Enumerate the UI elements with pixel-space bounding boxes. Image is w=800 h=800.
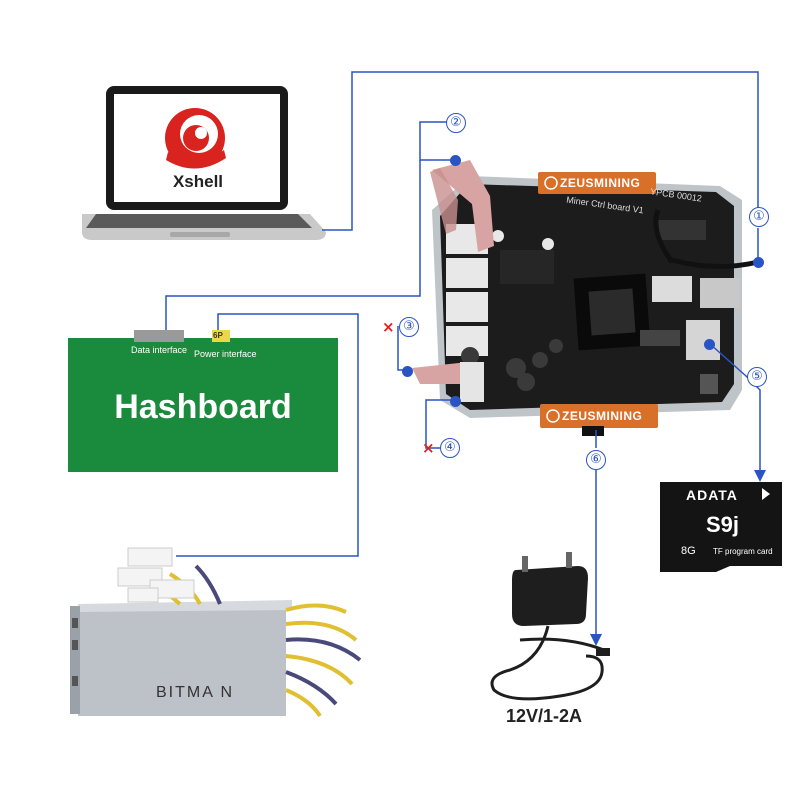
not-connected-mark-4: × <box>422 439 435 457</box>
marker-4: ④ <box>440 438 460 458</box>
sd-card-caption: TF program card <box>713 547 773 556</box>
connector-dot-3 <box>402 366 413 377</box>
sd-card-capacity: 8G <box>681 545 696 557</box>
psu-brand: BITMA N <box>156 684 235 701</box>
connector-lines <box>165 71 766 646</box>
connector-dot-1 <box>753 257 764 268</box>
power-line <box>176 313 359 557</box>
adapter-rating: 12V/1-2A <box>506 706 583 726</box>
connector-dot-2 <box>450 155 461 166</box>
connector-line-1 <box>322 71 759 231</box>
marker-6: ⑥ <box>586 450 606 470</box>
marker-3: ③ <box>399 317 419 337</box>
sd-card-model: S9j <box>706 512 740 537</box>
connector-dot-5 <box>704 339 715 350</box>
not-connected-mark-3: × <box>382 318 395 336</box>
sd-card-illustration <box>660 482 782 572</box>
marker-2: ② <box>446 113 466 133</box>
board-brand-label-top: ZEUSMINING <box>560 176 641 190</box>
xshell-app-name: Xshell <box>172 172 224 191</box>
xshell-logo-icon <box>165 108 226 169</box>
power-adapter-illustration <box>490 552 610 701</box>
hashboard-illustration <box>68 330 338 472</box>
power-pin-label: 6P <box>213 331 223 340</box>
power-interface-label: Power interface <box>194 349 257 359</box>
control-board-illustration <box>412 160 759 436</box>
psu-illustration <box>70 547 362 718</box>
connector-line-2 <box>419 121 456 161</box>
data-interface-label: Data interface <box>131 345 188 355</box>
board-brand-label-bottom: ZEUSMINING <box>562 409 643 423</box>
hashboard-title: Hashboard <box>114 388 292 426</box>
sd-card-brand: ADATA <box>686 487 738 503</box>
marker-5: ⑤ <box>747 367 767 387</box>
marker-1: ① <box>749 207 769 227</box>
connector-line-4 <box>425 399 454 449</box>
laptop-illustration <box>82 86 326 240</box>
connector-dot-4 <box>450 396 461 407</box>
